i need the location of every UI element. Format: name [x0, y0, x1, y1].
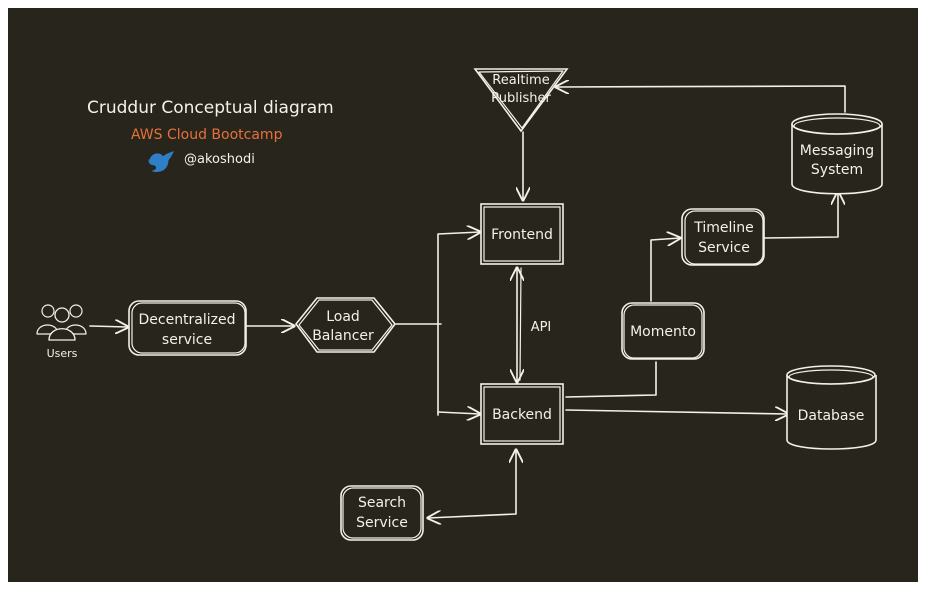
search-service-node: Search Service	[340, 485, 424, 541]
decentralized-label-line2: service	[162, 332, 212, 348]
load-balancer-node: Load Balancer	[294, 297, 397, 353]
realtime-label-line2: Publisher	[491, 91, 551, 106]
edge-backend-momento	[565, 361, 657, 398]
edge-loadbalancer-backend	[437, 412, 480, 414]
momento-node: Momento	[621, 302, 705, 360]
users-group-icon	[36, 304, 87, 341]
messaging-system-node: Messaging System	[791, 113, 883, 195]
edge-frontend-backend-sketch	[519, 267, 522, 381]
backend-label: Backend	[492, 407, 552, 423]
users-label: Users	[47, 347, 78, 360]
backend-node: Backend	[480, 383, 564, 445]
load-balancer-label-line2: Balancer	[312, 328, 374, 344]
realtime-publisher-node: Realtime Publisher	[473, 68, 569, 133]
messaging-label-line2: System	[811, 162, 863, 178]
edge-messaging-realtime	[556, 86, 846, 113]
edge-momento-timeline	[650, 238, 680, 302]
frontend-node: Frontend	[480, 203, 564, 265]
edge-backend-database	[565, 410, 788, 414]
edge-timeline-messaging	[764, 192, 838, 239]
twitter-bird-icon	[148, 151, 174, 172]
twitter-handle: @akoshodi	[184, 152, 255, 167]
search-label-line2: Service	[356, 515, 408, 531]
messaging-label-line1: Messaging	[800, 143, 874, 159]
timeline-service-node: Timeline Service	[681, 208, 765, 266]
diagram-subtitle: AWS Cloud Bootcamp	[131, 127, 283, 143]
edge-users-decentralized	[89, 326, 128, 327]
search-label-line1: Search	[358, 495, 406, 511]
timeline-label-line2: Service	[698, 240, 750, 256]
diagram-title: Cruddur Conceptual diagram	[87, 98, 334, 118]
decentralized-service-node: Decentralized service	[128, 300, 247, 356]
database-label: Database	[798, 408, 865, 424]
database-node: Database	[786, 365, 877, 450]
momento-label: Momento	[630, 324, 696, 340]
load-balancer-label-line1: Load	[326, 309, 360, 325]
timeline-label-line1: Timeline	[693, 220, 754, 236]
decentralized-label-line1: Decentralized	[138, 312, 235, 328]
edge-loadbalancer-frontend	[437, 232, 480, 416]
frontend-label: Frontend	[491, 227, 553, 243]
realtime-label-line1: Realtime	[492, 73, 549, 88]
api-label: API	[531, 320, 552, 335]
edge-backend-search	[428, 450, 516, 518]
